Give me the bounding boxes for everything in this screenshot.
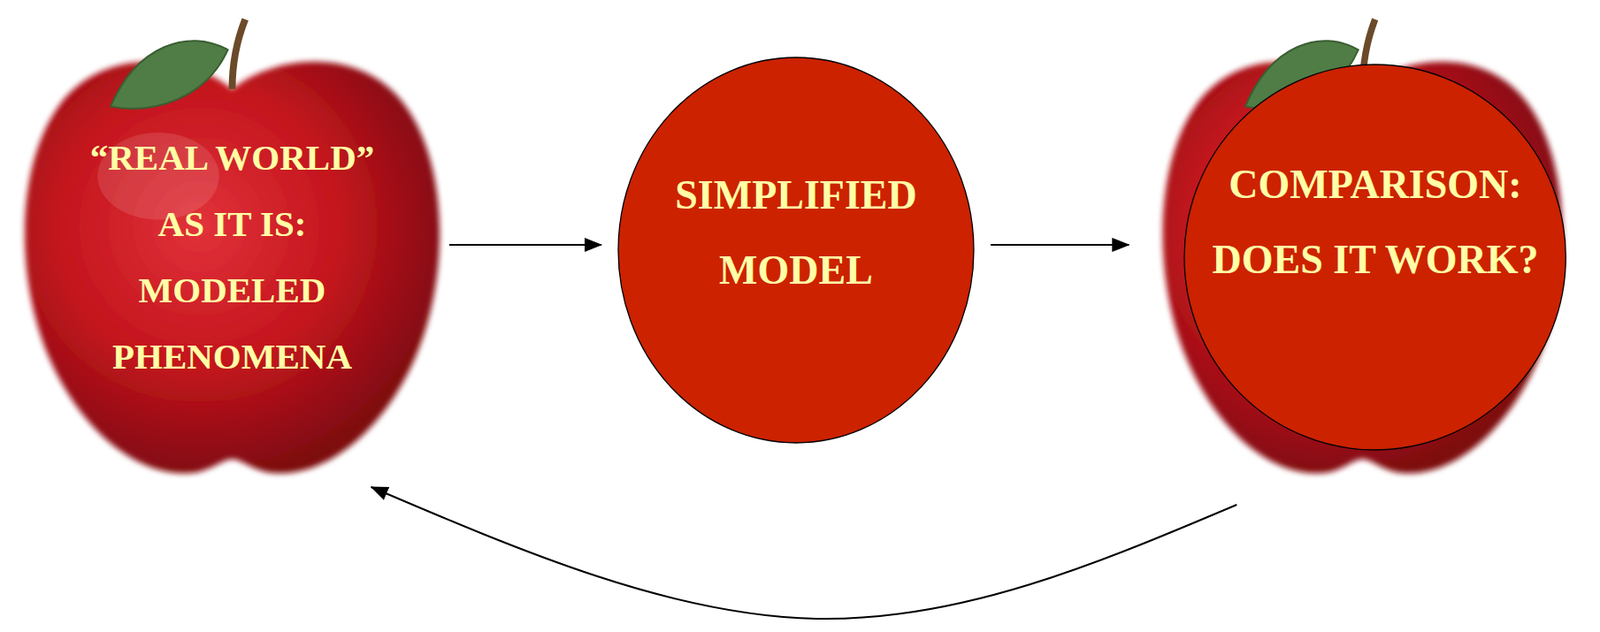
apple-shape — [15, 10, 450, 490]
node-label: “REAL WORLD” AS IT IS: MODELED PHENOMENA — [79, 124, 385, 391]
apple-stem — [232, 19, 246, 90]
node-label: COMPARISON: DOES IT WORK? — [1202, 146, 1548, 298]
flow-arrow — [990, 244, 1129, 246]
ellipse-outline — [1184, 64, 1566, 451]
apple-leaf — [110, 40, 229, 109]
feedback-arrow — [371, 487, 1238, 620]
ellipse-node: COMPARISON: DOES IT WORK? — [1183, 63, 1567, 452]
apple-node: “REAL WORLD” AS IT IS: MODELED PHENOMENA — [15, 10, 450, 490]
apple-body — [24, 61, 440, 475]
ellipse-outline — [618, 57, 974, 444]
flow-arrow — [449, 244, 602, 246]
ellipse-node: SIMPLIFIED MODEL — [617, 56, 975, 445]
node-label: SIMPLIFIED MODEL — [663, 157, 929, 308]
